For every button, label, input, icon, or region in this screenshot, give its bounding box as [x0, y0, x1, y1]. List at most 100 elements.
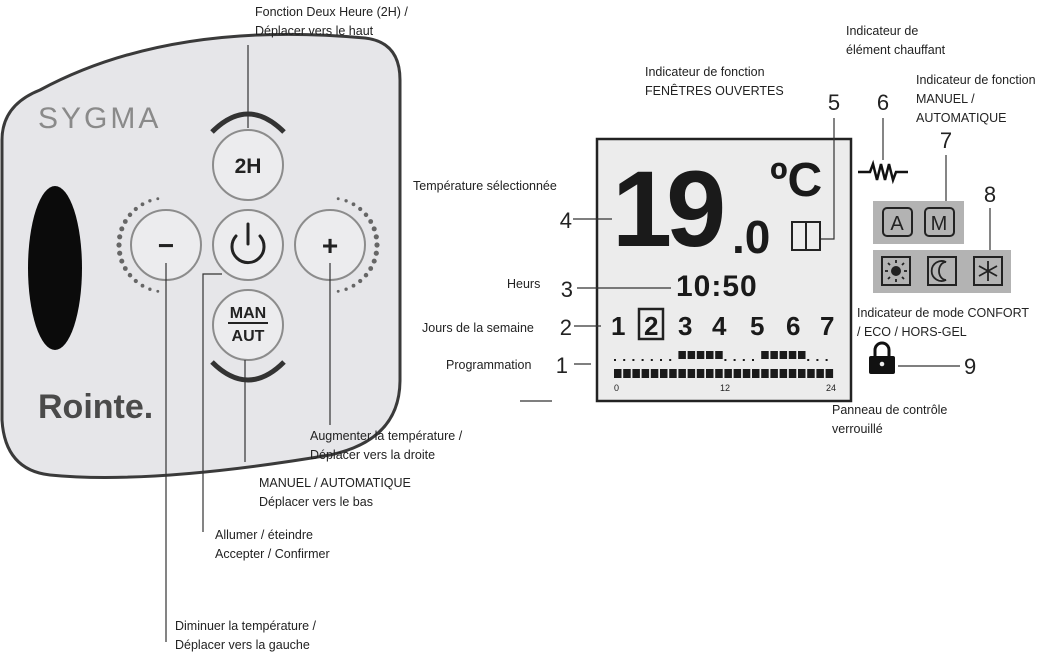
- schedule-bar: [614, 351, 834, 378]
- ring-dot: [373, 250, 379, 256]
- minus-button[interactable]: −: [130, 209, 202, 281]
- label-power-line1: Allumer / éteindre: [215, 528, 313, 542]
- ring-dot: [344, 199, 348, 203]
- ring-dot: [122, 219, 128, 224]
- schedule-eco-dot: [641, 359, 644, 361]
- moon-icon: [927, 256, 957, 286]
- schedule-segment: [742, 369, 751, 378]
- schedule-segment: [706, 369, 714, 378]
- schedule-eco-dot: [733, 359, 736, 361]
- ring-dot: [127, 212, 133, 218]
- label-lock-line2: verrouillé: [832, 422, 883, 436]
- schedule-eco-dot: [816, 359, 819, 361]
- manual-mode-label: M: [931, 213, 948, 235]
- schedule-segment: [807, 369, 815, 378]
- schedule-segment: [687, 369, 696, 378]
- minus-label: −: [158, 230, 174, 261]
- schedule-segment: [632, 369, 640, 378]
- label-manual-line2: MANUEL /: [916, 92, 975, 106]
- schedule-segment: [641, 369, 650, 378]
- window-open-icon: [791, 221, 821, 251]
- panel-body: [0, 32, 402, 479]
- callout-6: 6: [877, 90, 889, 115]
- schedule-eco-dot: [614, 359, 616, 361]
- schedule-segment: [788, 369, 797, 378]
- label-hours: Heurs: [507, 277, 540, 291]
- man-aut-button[interactable]: MAN AUT: [212, 289, 284, 361]
- time-display: 10:50: [676, 270, 758, 303]
- day-3: 3: [678, 311, 692, 341]
- lock-icon: [869, 341, 895, 374]
- label-temp-selected: Température sélectionnée: [413, 179, 557, 193]
- label-minus-line1: Diminuer la température /: [175, 619, 317, 633]
- schedule-segment: [798, 369, 806, 378]
- callout-3: 3: [561, 277, 573, 302]
- schedule-eco-dot: [752, 359, 754, 361]
- ring-dot: [371, 226, 377, 232]
- label-minus-line2: Déplacer vers la gauche: [175, 638, 310, 652]
- schedule-segment: [816, 369, 824, 378]
- auto-mode-label: A: [890, 213, 904, 235]
- schedule-comfort-segment: [678, 351, 686, 359]
- weekdays-row: 1 2 3 4 5 6 7: [611, 307, 834, 341]
- ring-dot: [358, 206, 363, 212]
- ring-dot: [133, 278, 138, 284]
- schedule-eco-dot: [650, 359, 653, 361]
- schedule-eco-dot: [807, 359, 810, 361]
- schedule-segment: [779, 369, 788, 378]
- control-panel: SYGMA Rointe. 2H − +: [0, 32, 402, 479]
- ring-dot: [119, 226, 125, 232]
- sensor-window: [28, 186, 82, 350]
- device-leader-lines: [165, 45, 331, 642]
- schedule-eco-dot: [623, 359, 626, 361]
- schedule-comfort-segment: [696, 351, 705, 359]
- label-window-line2: FENÊTRES OUVERTES: [645, 83, 784, 98]
- schedule-segment: [715, 369, 723, 378]
- callout-4: 4: [560, 208, 572, 233]
- day-5: 5: [750, 311, 764, 341]
- ring-dot: [116, 242, 122, 248]
- day-6: 6: [786, 311, 800, 341]
- auto-mode-icon: A: [882, 207, 913, 237]
- schedule-comfort-segment: [798, 351, 806, 359]
- ring-dot: [148, 287, 152, 291]
- label-programming: Programmation: [446, 358, 531, 372]
- aut-label: AUT: [232, 328, 265, 345]
- label-manaut-line2: Déplacer vers le bas: [259, 495, 373, 509]
- ring-dot: [117, 250, 123, 256]
- ring-dot: [363, 212, 369, 218]
- schedule-segment: [752, 369, 760, 378]
- schedule-segment: [770, 369, 778, 378]
- ring-dot: [336, 289, 340, 293]
- callout-9: 9: [964, 354, 976, 379]
- ring-dot: [373, 234, 379, 240]
- ring-dot: [351, 202, 356, 207]
- heating-element-icon: [858, 159, 908, 185]
- ring-dot: [119, 258, 125, 264]
- schedule-segment: [623, 369, 631, 378]
- power-button[interactable]: [212, 209, 284, 281]
- day-7: 7: [820, 311, 834, 341]
- label-manual-line3: AUTOMATIQUE: [916, 111, 1007, 125]
- schedule-segment: [669, 369, 677, 378]
- ring-dot: [140, 283, 145, 288]
- temperature-main: 19: [612, 148, 723, 269]
- ring-dot: [156, 289, 160, 293]
- callout-5: 5: [828, 90, 840, 115]
- schedule-eco-dot: [742, 359, 745, 361]
- ring-dot: [344, 287, 348, 291]
- schedule-segment: [761, 369, 769, 378]
- day-2: 2: [644, 311, 658, 341]
- schedule-segment: [825, 369, 834, 378]
- schedule-segment: [650, 369, 659, 378]
- schedule-comfort-segment: [788, 351, 797, 359]
- ring-dot: [140, 202, 145, 207]
- two-hour-button[interactable]: 2H: [212, 129, 284, 201]
- temperature-decimal: .0: [732, 211, 770, 263]
- schedule-segment: [614, 369, 622, 378]
- callout-7: 7: [940, 128, 952, 153]
- schedule-tick-0: 0: [614, 383, 619, 393]
- down-arc: [210, 360, 286, 383]
- label-2h-line1: Fonction Deux Heure (2H) /: [255, 5, 408, 19]
- schedule-tick-12: 12: [720, 383, 730, 393]
